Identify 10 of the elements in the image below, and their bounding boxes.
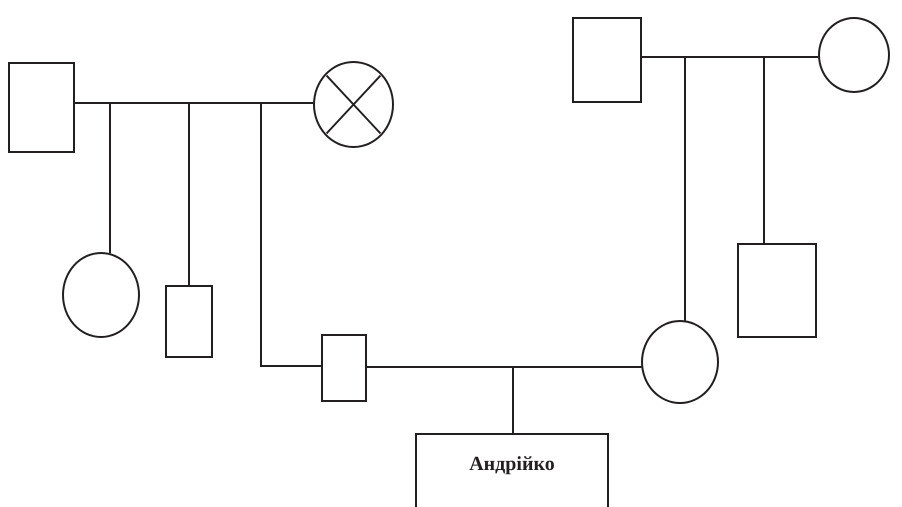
square-symbol (8, 62, 75, 153)
name-box (415, 433, 609, 507)
square-symbol (321, 334, 367, 402)
person-name: Андрійко (469, 452, 555, 477)
square-symbol (737, 243, 817, 338)
family-line (763, 56, 818, 243)
family-line (260, 102, 321, 367)
square-symbol (165, 285, 213, 358)
family-line (512, 366, 642, 433)
square-symbol (572, 17, 642, 103)
